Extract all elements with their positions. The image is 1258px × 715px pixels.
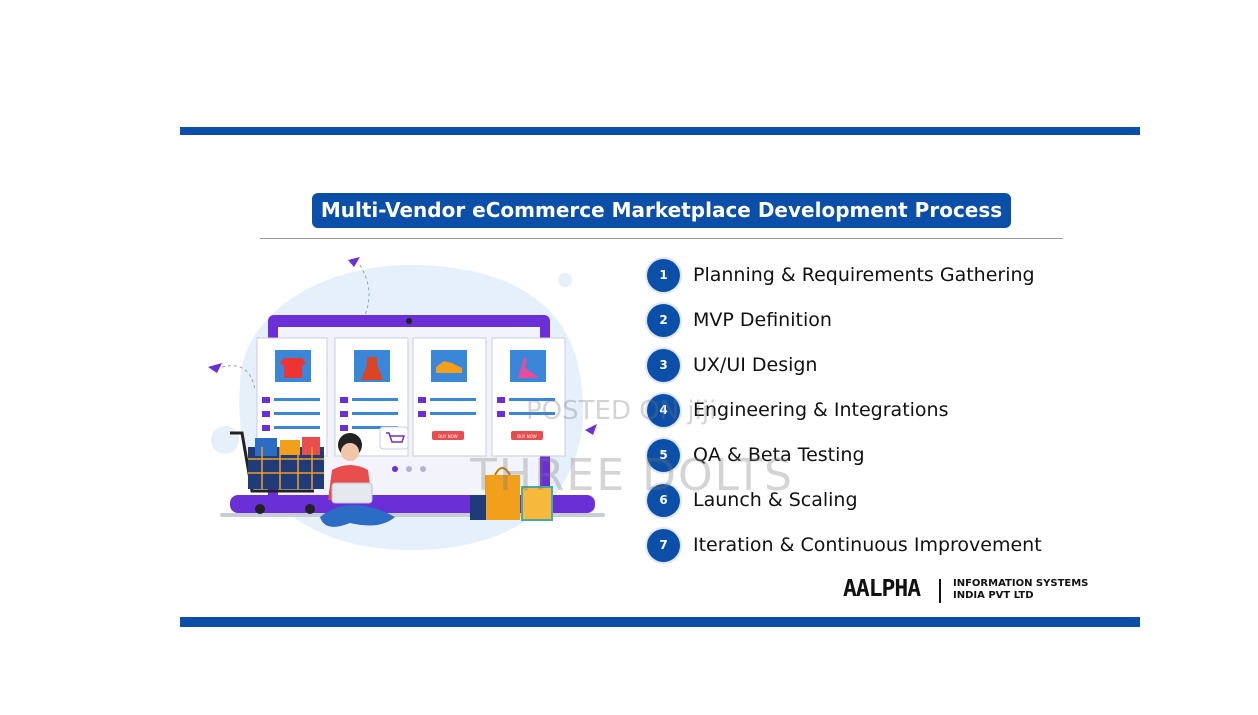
- step-number-badge: 5: [647, 439, 680, 472]
- logo-separator: [939, 579, 941, 603]
- decor-dot: [558, 273, 572, 287]
- step-label: Launch & Scaling: [693, 489, 858, 511]
- step-item: 7 Iteration & Continuous Improvement: [647, 529, 1127, 563]
- product-card: BUY NOW: [412, 337, 487, 457]
- step-item: 3 UX/UI Design: [647, 349, 1127, 383]
- step-label: MVP Definition: [693, 309, 832, 331]
- step-item: 1 Planning & Requirements Gathering: [647, 259, 1127, 293]
- buy-now-button: [432, 431, 464, 440]
- step-number-badge: 7: [647, 529, 680, 562]
- logo-subtitle: INFORMATION SYSTEMS INDIA PVT LTD: [953, 578, 1088, 602]
- buy-now-label: BUY NOW: [517, 434, 537, 439]
- paper-plane-icon: [208, 363, 222, 373]
- bottom-accent-bar: [180, 617, 1140, 627]
- gift-bags-icon: [470, 467, 553, 521]
- ecommerce-illustration: BUY NOW BUY NOW: [208, 257, 605, 551]
- paper-plane-icon: [585, 424, 597, 435]
- title-divider: [260, 238, 1063, 239]
- paper-plane-icon: [348, 257, 360, 267]
- cart-bubble-icon: [379, 426, 409, 450]
- page-title: Multi-Vendor eCommerce Marketplace Devel…: [312, 193, 1011, 228]
- shopping-cart-icon: [230, 431, 324, 514]
- step-number-badge: 4: [647, 394, 680, 427]
- step-label: Planning & Requirements Gathering: [693, 264, 1035, 286]
- step-label: QA & Beta Testing: [693, 444, 865, 466]
- logo-subtitle-line1: INFORMATION SYSTEMS: [953, 578, 1089, 589]
- step-number-badge: 2: [647, 304, 680, 337]
- step-item: 2 MVP Definition: [647, 304, 1127, 338]
- step-number-badge: 6: [647, 484, 680, 517]
- decor-dot: [211, 426, 239, 454]
- buy-now-button: [511, 431, 543, 440]
- person-with-laptop: [320, 433, 395, 527]
- step-number-badge: 1: [647, 259, 680, 292]
- step-item: 5 QA & Beta Testing: [647, 439, 1127, 473]
- logo-brand: AALPHA: [843, 576, 921, 602]
- step-label: Engineering & Integrations: [693, 399, 949, 421]
- buy-now-label: BUY NOW: [438, 434, 458, 439]
- logo-subtitle-line2: INDIA PVT LTD: [953, 590, 1034, 601]
- top-accent-bar: [180, 127, 1140, 135]
- step-number-badge: 3: [647, 349, 680, 382]
- step-label: Iteration & Continuous Improvement: [693, 534, 1042, 556]
- product-card: BUY NOW: [491, 337, 566, 457]
- step-item: 6 Launch & Scaling: [647, 484, 1127, 518]
- step-label: UX/UI Design: [693, 354, 818, 376]
- step-item: 4 Engineering & Integrations: [647, 394, 1127, 428]
